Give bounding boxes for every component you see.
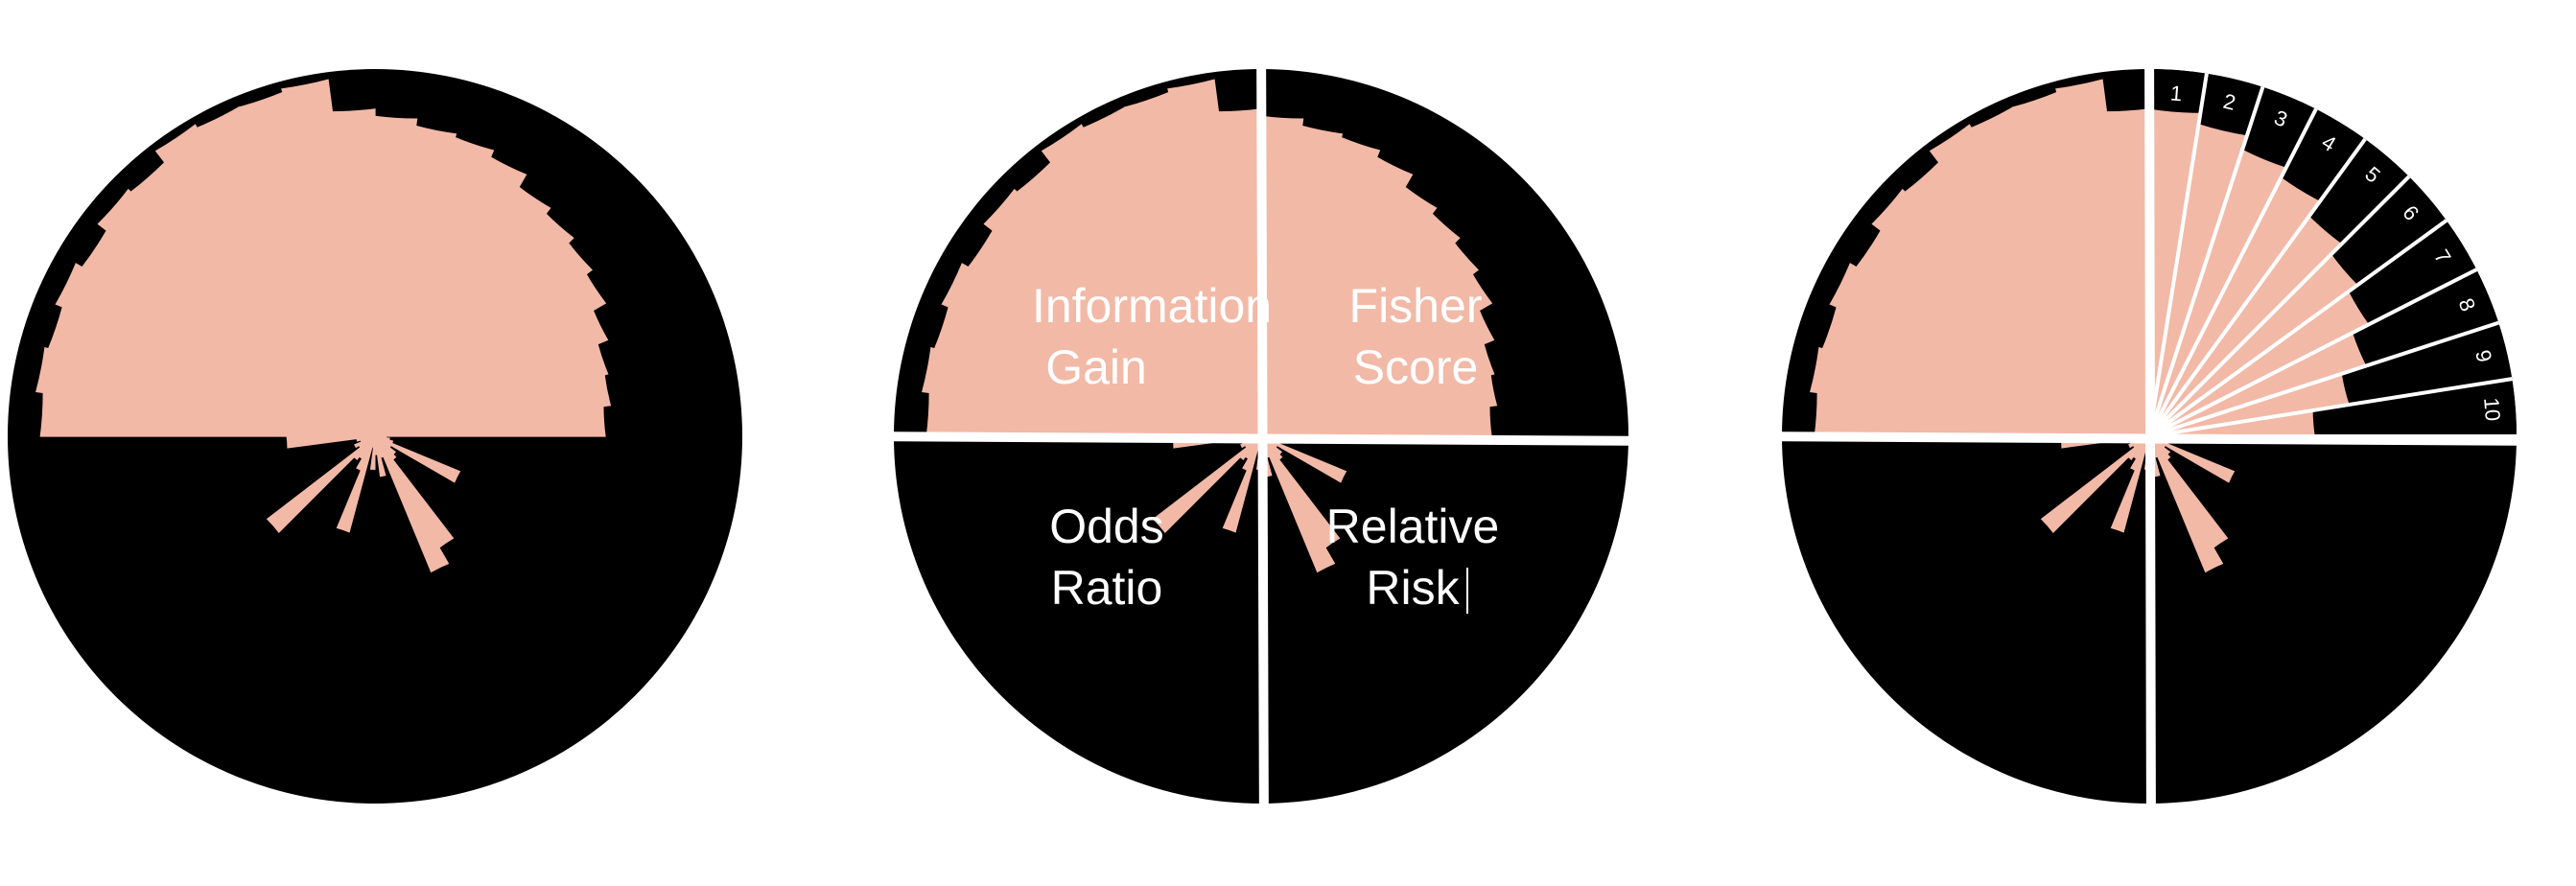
upper-bar bbox=[983, 188, 1262, 437]
lower-bar bbox=[336, 435, 376, 533]
label-relative-risk-line1: Relative bbox=[1326, 500, 1500, 553]
wedge-divider bbox=[2147, 86, 2265, 437]
lower-bar bbox=[374, 435, 397, 455]
upper-bar bbox=[1260, 136, 1381, 437]
upper-half-bars bbox=[35, 79, 612, 437]
upper-bar bbox=[374, 136, 495, 437]
upper-bar bbox=[154, 124, 376, 437]
lower-bar bbox=[1260, 435, 1347, 483]
wedge-divider bbox=[2147, 175, 2411, 438]
lower-bar bbox=[353, 435, 376, 461]
upper-bar bbox=[374, 406, 606, 437]
upper-bar bbox=[1260, 156, 1414, 437]
label-fisher-score-line2: Score bbox=[1353, 340, 1479, 394]
upper-bar bbox=[1260, 186, 1438, 437]
wedge-number-10: 10 bbox=[2479, 397, 2505, 422]
upper-bar bbox=[941, 263, 1262, 437]
lower-bar bbox=[1260, 435, 1341, 548]
lower-bar bbox=[2110, 435, 2150, 533]
rose-chart-plain bbox=[8, 69, 742, 804]
upper-bar bbox=[1167, 79, 1262, 437]
wedge-divider bbox=[2147, 73, 2209, 437]
upper-bar bbox=[374, 374, 612, 437]
upper-half-bars bbox=[922, 79, 1498, 437]
upper-bar bbox=[374, 309, 609, 437]
lower-bar bbox=[374, 435, 450, 573]
wedge-divider bbox=[2148, 268, 2478, 438]
upper-bar bbox=[1829, 263, 2150, 437]
label-fisher-score-line1: Fisher bbox=[1349, 279, 1483, 333]
upper-bar bbox=[1871, 188, 2150, 437]
wedge-divider bbox=[2148, 377, 2513, 438]
upper-bar bbox=[374, 273, 607, 437]
vertical-divider bbox=[2144, 24, 2156, 849]
lower-bar bbox=[369, 435, 376, 471]
lower-bar bbox=[266, 435, 376, 533]
lower-bar bbox=[2040, 435, 2150, 533]
upper-bar bbox=[374, 156, 527, 437]
wedge-number-9: 9 bbox=[2471, 347, 2496, 364]
wedge-number-2: 2 bbox=[2221, 89, 2238, 115]
lower-bar bbox=[286, 435, 376, 449]
wedge-divider bbox=[2147, 137, 2367, 438]
upper-bar bbox=[55, 263, 376, 437]
lower-bar bbox=[2148, 435, 2236, 483]
upper-bar bbox=[1260, 212, 1461, 437]
upper-bar bbox=[1041, 124, 1262, 437]
lower-bar bbox=[1260, 435, 1336, 573]
upper-bar bbox=[1260, 374, 1498, 437]
lower-bar bbox=[374, 435, 394, 444]
upper-bar bbox=[2055, 79, 2150, 437]
label-odds-ratio-line1: Odds bbox=[1049, 500, 1164, 553]
rose-chart-quadrants: Information Gain Fisher Score Odds Ratio… bbox=[843, 22, 1677, 849]
upper-bar bbox=[1929, 124, 2150, 437]
upper-bar bbox=[331, 108, 376, 437]
upper-bar bbox=[1260, 273, 1493, 437]
label-relative-risk-line2: Risk bbox=[1366, 561, 1460, 615]
lower-bar bbox=[2148, 435, 2229, 548]
lower-bar bbox=[2148, 435, 2224, 573]
lower-bar bbox=[374, 435, 455, 548]
vertical-divider bbox=[1256, 22, 1269, 849]
lower-bar bbox=[1222, 435, 1262, 533]
lower-half-bars bbox=[266, 435, 461, 573]
wedge-divider bbox=[2147, 219, 2448, 438]
upper-bar bbox=[374, 242, 594, 437]
label-information-gain-line2: Gain bbox=[1045, 340, 1147, 394]
upper-bar bbox=[1260, 309, 1495, 437]
lower-bar bbox=[1152, 435, 1262, 533]
wedge-divider bbox=[2148, 320, 2499, 438]
upper-bar bbox=[374, 212, 574, 437]
upper-bar bbox=[374, 343, 609, 437]
upper-bar bbox=[374, 186, 551, 437]
wedge-divider bbox=[2147, 107, 2318, 437]
upper-bar bbox=[281, 79, 376, 437]
label-information-gain-line1: Information bbox=[1032, 279, 1272, 333]
upper-bar bbox=[1260, 343, 1495, 437]
lower-bar bbox=[374, 435, 387, 439]
upper-bar bbox=[97, 188, 376, 437]
wedge-number-1: 1 bbox=[2169, 81, 2183, 105]
lower-bar bbox=[374, 435, 461, 483]
upper-bar bbox=[1260, 242, 1480, 437]
label-odds-ratio-line2: Ratio bbox=[1051, 561, 1163, 615]
